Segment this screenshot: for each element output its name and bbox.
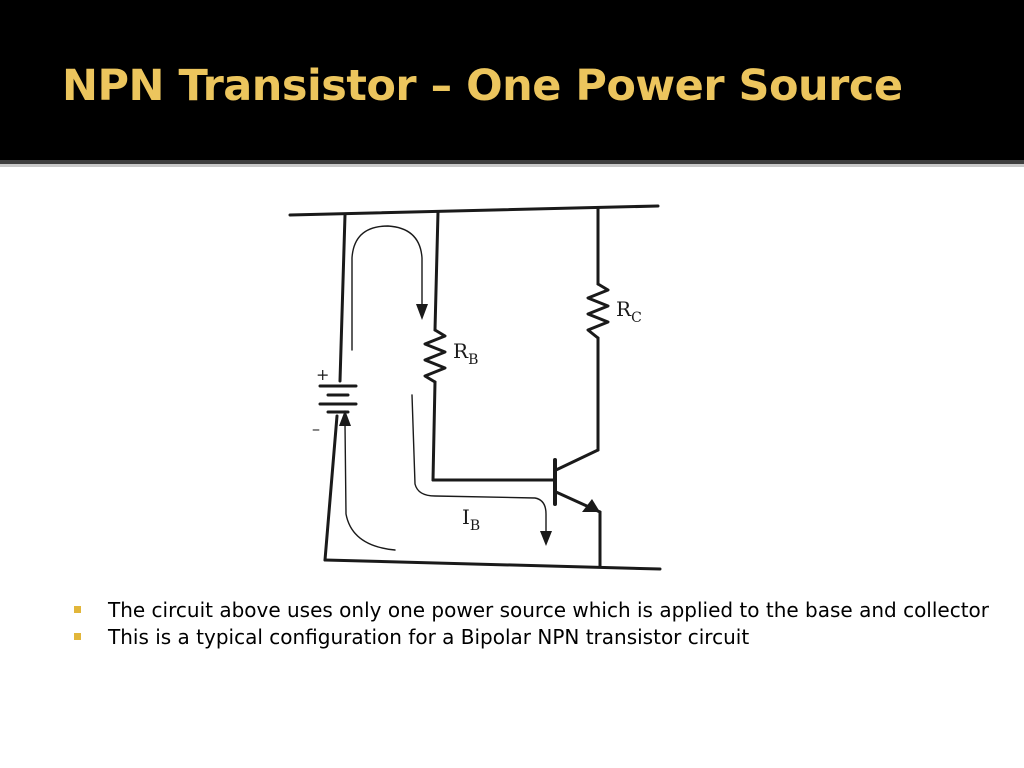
battery-symbol bbox=[318, 384, 358, 414]
bullet-text: This is a typical configuration for a Bi… bbox=[108, 625, 750, 649]
bottom-wire bbox=[323, 558, 662, 571]
rc-resistor bbox=[586, 282, 610, 340]
bullet-item: The circuit above uses only one power so… bbox=[72, 597, 992, 624]
bullet-text: The circuit above uses only one power so… bbox=[108, 598, 990, 622]
left-wire-upper bbox=[338, 213, 347, 383]
bullet-square-icon bbox=[74, 633, 81, 640]
emitter-arrow-head bbox=[582, 499, 600, 512]
rc-label: RC bbox=[616, 297, 642, 326]
rb-wire-top bbox=[433, 210, 440, 332]
bullet-item: This is a typical configuration for a Bi… bbox=[72, 624, 992, 651]
bullet-square-icon bbox=[74, 606, 81, 613]
arrow-head-up-battery bbox=[339, 410, 351, 426]
rb-label: RB bbox=[453, 339, 478, 368]
title-bar: NPN Transistor – One Power Source bbox=[0, 0, 1024, 160]
slide-title: NPN Transistor – One Power Source bbox=[62, 61, 903, 111]
battery-minus-label: – bbox=[312, 419, 320, 438]
transistor-collector bbox=[554, 448, 600, 472]
rb-resistor bbox=[423, 328, 447, 384]
arrow-head-down-ib bbox=[540, 531, 552, 546]
circuit-diagram: + – RC RB IB bbox=[270, 188, 670, 578]
current-path-top bbox=[351, 225, 423, 351]
battery-plus-label: + bbox=[316, 365, 329, 384]
ib-label: IB bbox=[462, 505, 480, 534]
current-path-bottom bbox=[344, 423, 396, 551]
rb-wire-bottom bbox=[431, 380, 437, 482]
title-divider-shadow bbox=[0, 164, 1024, 167]
arrow-head-down-rb bbox=[416, 304, 428, 320]
ib-path bbox=[411, 394, 547, 539]
left-wire-lower bbox=[323, 414, 339, 562]
title-divider bbox=[0, 160, 1024, 164]
bullet-list: The circuit above uses only one power so… bbox=[72, 597, 992, 651]
